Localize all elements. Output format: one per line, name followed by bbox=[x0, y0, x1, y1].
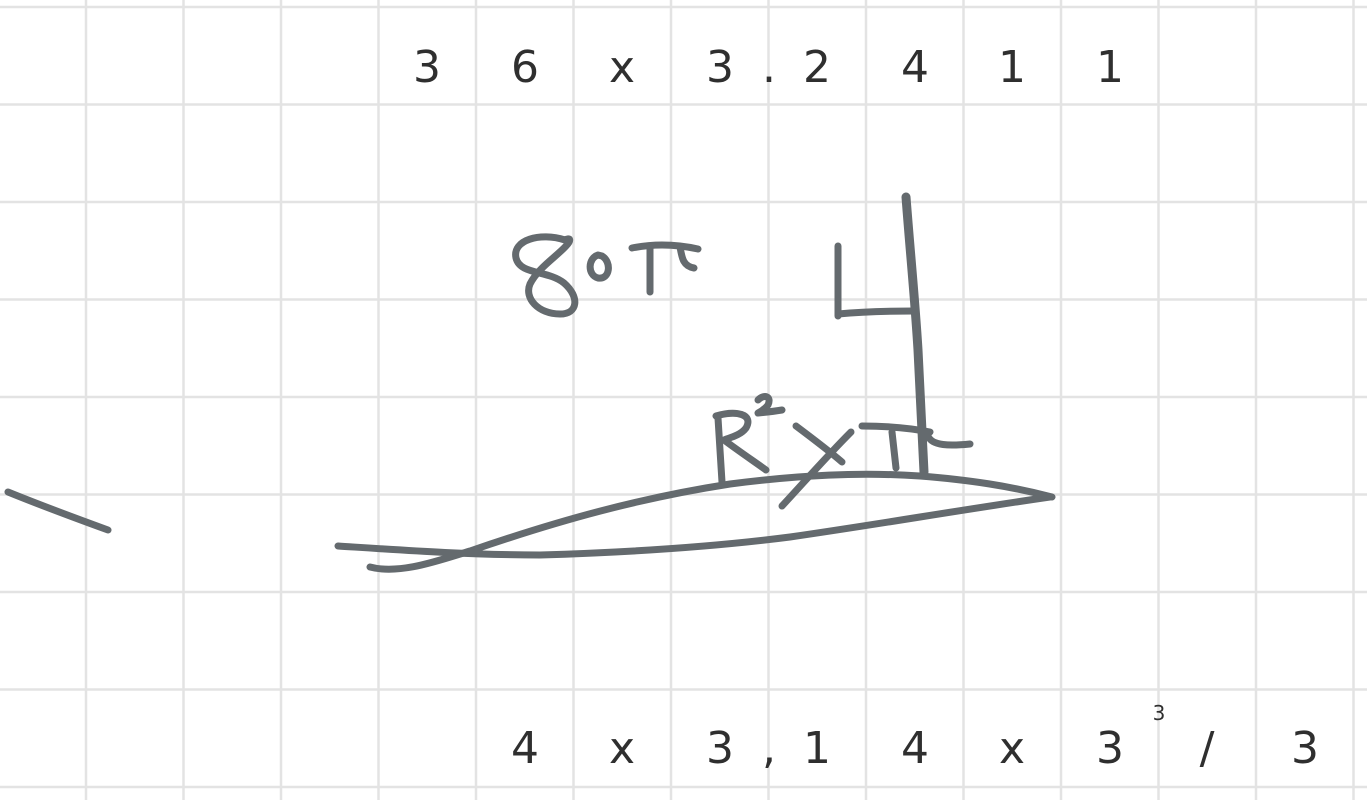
handwritten-note bbox=[512, 233, 702, 318]
ink-pi-right-tail bbox=[924, 432, 974, 449]
ink-lens-lower-curve bbox=[334, 493, 1054, 559]
ink-eight bbox=[512, 233, 579, 318]
ink-pi-top bbox=[628, 241, 702, 253]
ink-x-stroke-b bbox=[778, 428, 855, 510]
ink-stroke-left-dash bbox=[4, 488, 112, 534]
ink-r-stem bbox=[714, 414, 726, 486]
ink-r-bowl bbox=[712, 409, 770, 474]
ink-horizontal-bar bbox=[834, 307, 918, 318]
ink-zero bbox=[586, 251, 612, 282]
ink-x-stroke-a bbox=[792, 422, 846, 466]
ink-pi-top-bar bbox=[858, 422, 934, 436]
ink-pi-leg-right bbox=[676, 243, 698, 272]
ink-exponent-two bbox=[754, 393, 786, 417]
ink-pi-left-leg bbox=[888, 428, 900, 472]
handwritten-formula bbox=[712, 393, 974, 510]
lens-shape bbox=[334, 470, 1056, 573]
